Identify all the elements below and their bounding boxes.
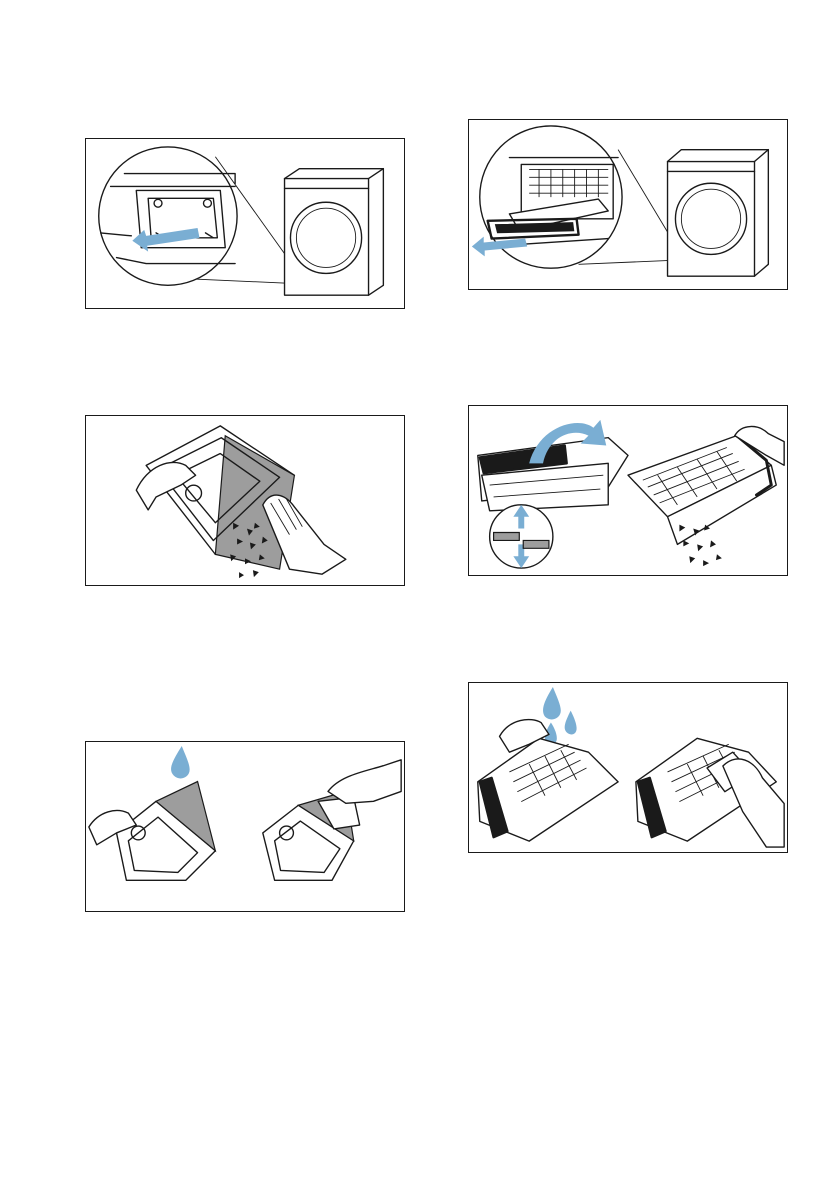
figure-open-drawer-filter [468,405,788,576]
remove-drawer-filter-illustration [469,120,787,289]
shake-lint-illustration [86,416,404,585]
remove-door-filter-illustration [86,139,404,308]
figure-remove-door-filter [85,138,405,309]
hand-icon [328,760,401,803]
water-drops-icon [543,687,577,744]
rinse-wipe-drawer-filter-illustration [469,683,787,852]
figure-shake-lint-door-filter [85,415,405,586]
figure-rinse-wipe-door-filter [85,741,405,912]
magnifier-circle-icon [99,147,237,285]
figure-rinse-wipe-drawer-filter [468,682,788,853]
dryer-icon [285,169,384,296]
open-drawer-filter-illustration [469,406,787,575]
dryer-icon [668,150,769,277]
figure-remove-drawer-filter [468,119,788,290]
up-down-arrows-icon [490,505,553,568]
rinse-wipe-door-filter-illustration [86,742,404,911]
